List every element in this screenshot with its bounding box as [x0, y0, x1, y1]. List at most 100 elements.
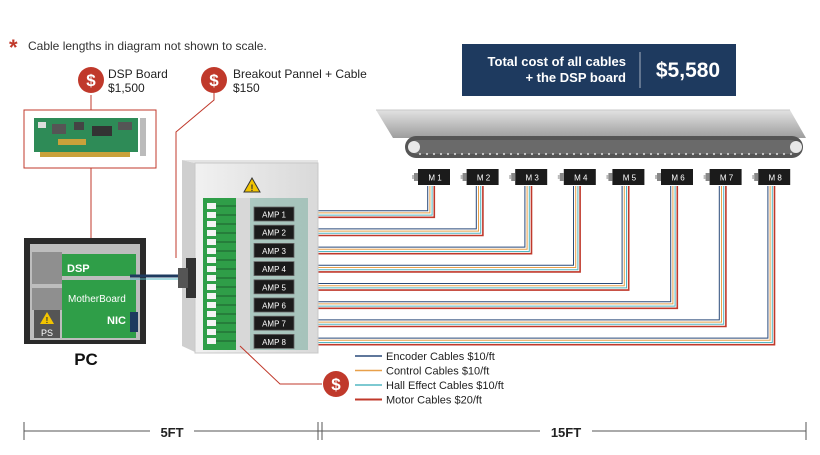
terminal-screw [207, 212, 216, 218]
terminal-screw [207, 221, 216, 227]
cable-run [294, 186, 769, 339]
cable-run [294, 186, 679, 310]
terminal-block [203, 198, 237, 350]
motor-label: M 2 [477, 174, 491, 183]
cable-run [294, 186, 528, 250]
amp-label: AMP 1 [262, 211, 286, 220]
pc-label: PC [74, 350, 98, 369]
cable-run [294, 186, 776, 346]
terminal-screw [207, 203, 216, 209]
cable-run [294, 186, 623, 284]
motor: M 1 [412, 169, 450, 185]
cable-run [294, 186, 526, 248]
pc-ps-label: PS [41, 328, 53, 338]
legend-label: Encoder Cables $10/ft [386, 351, 495, 363]
cable-run [294, 186, 484, 237]
amp-module: AMP 1 [253, 206, 295, 222]
cable-run [294, 186, 722, 323]
pc-dsp-label: DSP [67, 263, 90, 275]
dsp-board-title: DSP Board [108, 67, 168, 81]
terminal-screw [207, 284, 216, 290]
breakout-badge-symbol: $ [209, 71, 219, 90]
terminal-screw [207, 239, 216, 245]
cable-run [294, 186, 579, 271]
cable-run [294, 186, 672, 303]
svg-text:!: ! [251, 183, 254, 193]
cable-run [294, 186, 429, 212]
amp-label: AMP 4 [262, 265, 286, 274]
cable-run [294, 186, 581, 273]
terminal-screw [207, 311, 216, 317]
amplifiers: AMP 1 AMP 2 AMP 3 AMP 4 AMP 5 AMP 6 AMP 7 AMP 8 [253, 206, 295, 349]
terminal-screw [207, 293, 216, 299]
amp-module: AMP 4 [253, 261, 295, 277]
motor: M 6 [655, 169, 693, 185]
cables-badge-symbol: $ [331, 375, 341, 394]
legend-label: Hall Effect Cables $10/ft [386, 380, 504, 392]
terminal-screw [207, 275, 216, 281]
total-line-2: + the DSP board [525, 70, 626, 85]
motor: M 7 [703, 169, 742, 185]
cable-run [294, 186, 479, 232]
note-asterisk: * [9, 35, 18, 60]
terminal-screw [207, 320, 216, 326]
cable-run [294, 186, 574, 266]
terminal-screw [207, 230, 216, 236]
motor-label: M 4 [574, 174, 588, 183]
amp-module: AMP 7 [253, 315, 295, 331]
dsp-board-image [23, 109, 157, 169]
pc-tower: ! DSP MotherBoard NIC PS [24, 238, 146, 344]
terminal-screw [207, 266, 216, 272]
amp-label: AMP 2 [262, 229, 286, 238]
cable-run [294, 186, 433, 216]
cable-run [294, 186, 773, 343]
dsp-board-price: $1,500 [108, 81, 145, 95]
legend-label: Control Cables $10/ft [386, 366, 489, 378]
motor: M 8 [752, 169, 791, 185]
cable-run [294, 186, 477, 230]
pc-motherboard-label: MotherBoard [68, 294, 126, 305]
amp-label: AMP 6 [262, 302, 286, 311]
terminal-screw [207, 329, 216, 335]
motor-label: M 3 [526, 174, 540, 183]
cable-run [294, 186, 482, 234]
dsp-badge-symbol: $ [86, 71, 96, 90]
amp-label: AMP 5 [262, 283, 286, 292]
terminal-screw [207, 248, 216, 254]
motor-label: M 8 [769, 174, 783, 183]
motor: M 2 [460, 169, 499, 185]
dsp-cost-badge [78, 67, 104, 93]
amp-module: AMP 8 [253, 333, 295, 349]
total-value: $5,580 [656, 59, 720, 82]
cable-run [294, 186, 431, 214]
cables-cost-badge [323, 371, 349, 397]
cable-run [294, 186, 625, 287]
amp-label: AMP 7 [262, 320, 286, 329]
terminal-screw [207, 257, 216, 263]
cable-run [294, 186, 530, 252]
pc-nic-label: NIC [107, 315, 126, 327]
breakout-price: $150 [233, 81, 260, 95]
cable-run [294, 186, 533, 255]
total-cost-box: Total cost of all cables + the DSP board… [462, 44, 736, 96]
breakout-cost-badge [201, 67, 227, 93]
cable-run [294, 186, 725, 325]
motor: M 3 [509, 169, 548, 185]
terminal-screw [207, 302, 216, 308]
dimension-line: 5FT 15FT [23, 422, 807, 440]
cable-run [294, 186, 436, 219]
amp-module: AMP 3 [253, 242, 295, 258]
breakout-cabinet: ! [182, 160, 319, 354]
cable-run [294, 186, 577, 268]
amp-label: AMP 3 [262, 247, 286, 256]
amp-module: AMP 6 [253, 297, 295, 313]
amp-module: AMP 2 [253, 224, 295, 240]
note-text: Cable lengths in diagram not shown to sc… [28, 39, 267, 53]
dimension-right: 15FT [551, 425, 581, 440]
total-line-1: Total cost of all cables [488, 54, 626, 69]
terminal-screw [207, 338, 216, 344]
